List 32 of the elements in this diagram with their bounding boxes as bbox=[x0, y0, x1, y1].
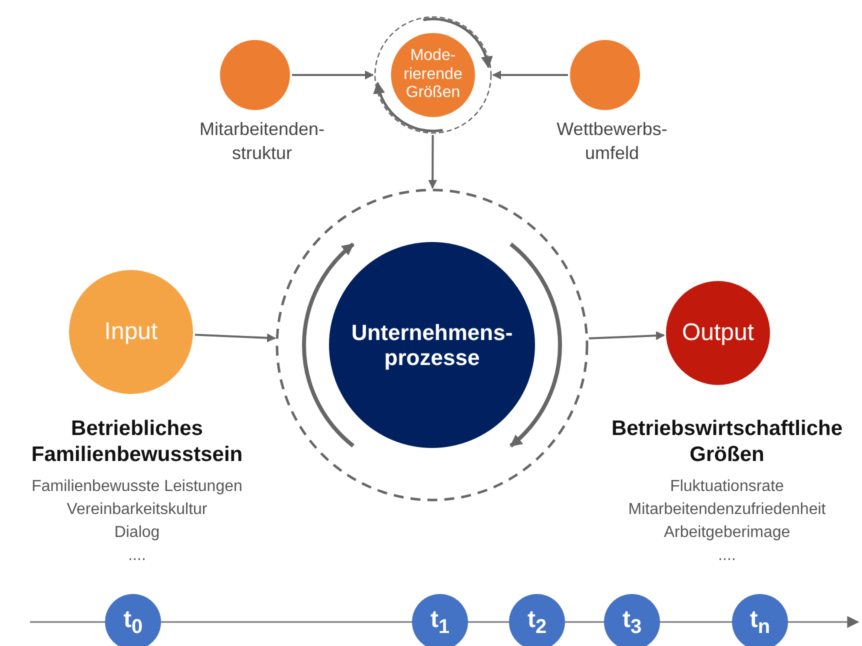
node-label: Unternehmens- prozesse bbox=[350, 320, 514, 370]
time-label: t$_{1}$ bbox=[430, 606, 450, 638]
node-label: Mode- rierende Größen bbox=[402, 47, 464, 103]
arrow bbox=[428, 135, 438, 189]
time-point-circle bbox=[509, 594, 565, 646]
time-point-circle bbox=[604, 594, 660, 646]
caption-heading: Betriebswirtschaftliche Größen bbox=[610, 416, 844, 468]
process-circle bbox=[391, 33, 475, 117]
arrow bbox=[492, 70, 568, 80]
time-label: t$_{0}$ bbox=[123, 606, 143, 638]
list-item: .... bbox=[127, 546, 147, 566]
caption-heading: Betriebliches Familienbewusstsein bbox=[30, 416, 244, 468]
time-label: t$_{2}$ bbox=[527, 606, 547, 638]
arrow bbox=[588, 331, 665, 340]
time-label: t$_{n}$ bbox=[750, 606, 770, 638]
time-point-circle bbox=[732, 594, 788, 646]
time-point-circle bbox=[105, 594, 161, 646]
list-item: Arbeitgeberimage bbox=[662, 522, 792, 543]
node-caption: Wettbewerbs- umfeld bbox=[556, 118, 668, 166]
node-label: Output bbox=[682, 319, 754, 347]
arrow bbox=[194, 333, 276, 342]
list-item: Familienbewusste Leistungen bbox=[30, 476, 244, 496]
list-item: Fluktuationsrate bbox=[669, 476, 785, 496]
time-point-circle bbox=[412, 594, 468, 646]
list-item: Mitarbeitendenzufriedenheit bbox=[627, 500, 827, 520]
time-label: t$_{3}$ bbox=[622, 606, 642, 638]
list-item: Dialog bbox=[113, 522, 161, 543]
list-item: Vereinbarkeitskultur bbox=[66, 500, 208, 520]
node-caption: Mitarbeitenden- struktur bbox=[198, 118, 326, 166]
node-label: Input bbox=[104, 318, 158, 346]
arrow bbox=[292, 70, 374, 80]
list-item: .... bbox=[717, 546, 737, 566]
